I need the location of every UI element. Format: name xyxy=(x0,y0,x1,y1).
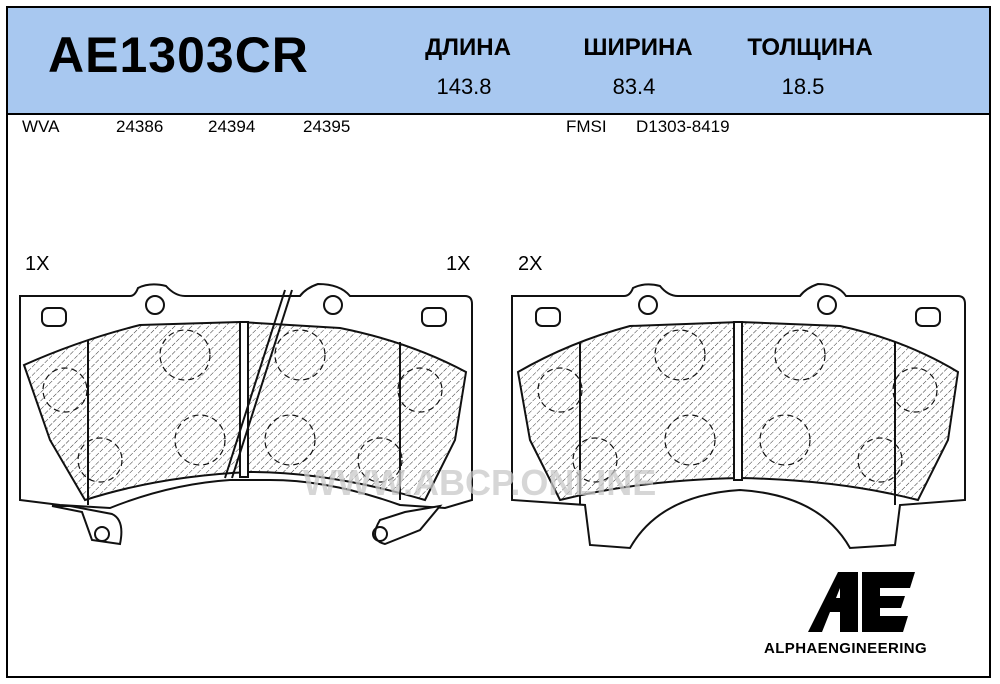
right-center-slot xyxy=(733,321,743,481)
wva-number-1: 24386 xyxy=(116,117,164,136)
fmsi-label: FMSI xyxy=(566,117,607,136)
thickness-value: 18.5 xyxy=(781,74,825,99)
left-pad-drawing xyxy=(19,282,473,546)
right-ear-hole-2 xyxy=(817,295,837,315)
left-ear-hole-2 xyxy=(323,295,343,315)
logo-letter-e xyxy=(862,572,915,632)
left-slot-right xyxy=(421,307,447,327)
left-clip-1 xyxy=(51,505,123,546)
width-label: ШИРИНА xyxy=(583,34,693,61)
watermark-text: WWW.ABCP.ONLINE xyxy=(303,462,657,503)
right-slot-right xyxy=(915,307,941,327)
drawing-frame xyxy=(6,6,991,678)
qty-left-pad-a: 1X xyxy=(25,253,50,275)
fmsi-number: D1303-8419 xyxy=(636,117,730,136)
qty-right-pad: 2X xyxy=(518,253,543,275)
right-slot-left xyxy=(535,307,561,327)
left-ear-hole-1 xyxy=(145,295,165,315)
left-clip-2 xyxy=(374,504,443,546)
right-pad-drawing xyxy=(511,282,966,550)
left-center-slot xyxy=(239,321,249,478)
wva-label: WVA xyxy=(22,117,60,136)
left-clip-hole-1 xyxy=(94,526,110,542)
qty-left-pad-b: 1X xyxy=(446,253,471,275)
logo-letter-a xyxy=(808,572,858,632)
left-slot-left xyxy=(41,307,67,327)
brand-name: ALPHAENGINEERING xyxy=(764,640,928,657)
width-value: 83.4 xyxy=(612,74,656,99)
ae-logo xyxy=(808,572,915,632)
thickness-label: ТОЛЩИНА xyxy=(747,34,873,61)
left-clip-hole-2 xyxy=(372,526,388,542)
length-label: ДЛИНА xyxy=(425,34,511,61)
left-wear-wire-2 xyxy=(231,289,293,479)
right-ear-hole-1 xyxy=(638,295,658,315)
wva-number-2: 24394 xyxy=(208,117,256,136)
part-number: AE1303CR xyxy=(48,27,309,83)
wva-number-3: 24395 xyxy=(303,117,351,136)
length-value: 143.8 xyxy=(436,74,492,99)
header-banner xyxy=(8,8,989,115)
left-wear-wire-1 xyxy=(224,289,286,479)
